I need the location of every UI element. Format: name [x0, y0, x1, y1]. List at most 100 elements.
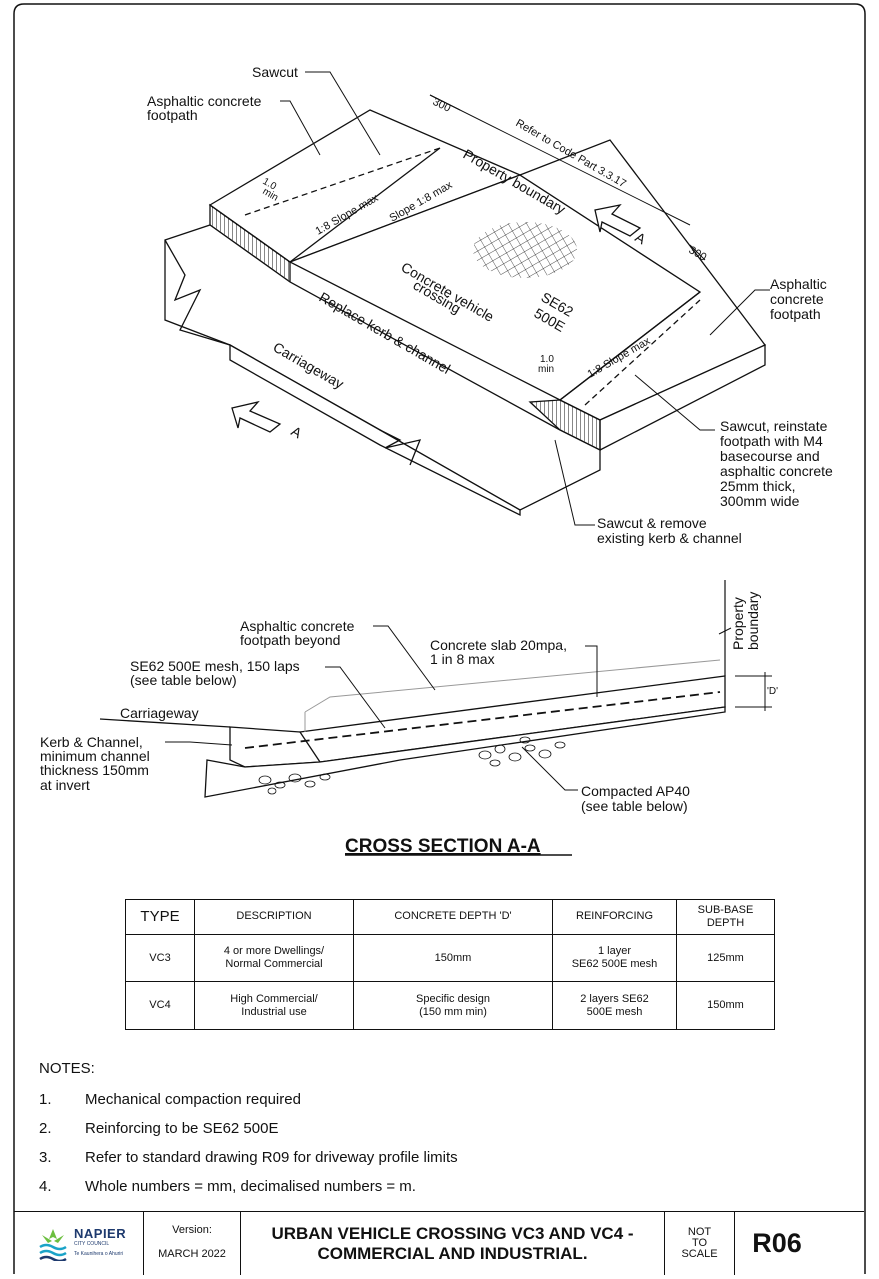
isometric-view: [164, 71, 770, 526]
note-item: 3. Refer to standard drawing R09 for driv…: [39, 1149, 639, 1167]
notes-heading: NOTES:: [39, 1060, 95, 1077]
depth-line-2: (150 mm min): [419, 1005, 487, 1018]
label-reinstate-3: basecourse and: [720, 448, 820, 464]
dim-code-line: [429, 94, 691, 226]
mesh-symbol: [473, 222, 577, 278]
note-num: 1.: [39, 1091, 52, 1108]
section-arrow-top: [594, 203, 642, 237]
note-num: 3.: [39, 1149, 52, 1166]
scale-line-3: SCALE: [681, 1248, 718, 1260]
leader-remove-kerb: [554, 439, 595, 526]
th-depth: CONCRETE DEPTH 'D': [353, 899, 553, 935]
label-remove-kerb-1: Sawcut & remove: [597, 515, 707, 531]
label-remove-kerb-2: existing kerb & channel: [597, 530, 742, 546]
th-subbase-1: SUB-BASE: [697, 903, 754, 916]
label-section-a-bottom: A: [289, 423, 306, 442]
leader-asph-right: [709, 289, 770, 336]
label-property-1: Property: [730, 597, 746, 650]
leader-reinstate: [634, 374, 715, 431]
note-item: 4. Whole numbers = mm, decimalised number…: [39, 1178, 639, 1196]
table-row: VC3 4 or more Dwellings/Normal Commercia…: [125, 933, 775, 983]
note-item: 2.Reinforcing to be SE62 500E: [39, 1120, 639, 1138]
road-slab: [164, 224, 601, 511]
note-text: Mechanical compaction required: [85, 1091, 301, 1108]
sawcut-line-right: [584, 299, 701, 406]
label-kerb-1: Kerb & Channel,: [40, 734, 143, 750]
label-asph-beyond-1: Asphaltic concrete: [240, 618, 355, 634]
version-value: MARCH 2022: [158, 1248, 226, 1260]
cell-description: 4 or more Dwellings/Normal Commercial: [194, 933, 354, 983]
note-text: Whole numbers = mm, decimalised numbers …: [85, 1178, 416, 1195]
sheet-border: [13, 3, 866, 1274]
dim-300-right: [689, 244, 706, 261]
drawing-title: URBAN VEHICLE CROSSING VC3 AND VC4 - COM…: [241, 1212, 665, 1275]
note-text: Refer to standard drawing R09 for drivew…: [85, 1149, 458, 1166]
desc-line-2: Industrial use: [241, 1005, 307, 1018]
depth-line-1: Specific design: [416, 992, 490, 1005]
reinf-line-2: 500E mesh: [586, 1005, 643, 1018]
label-asph-right-3: footpath: [770, 306, 821, 322]
label-dim-1-right-a: 1.0: [540, 354, 554, 365]
reinf-line-1: 2 layers SE62: [580, 992, 649, 1005]
cell-depth: 150mm: [353, 933, 553, 983]
scale-line-2: TO: [691, 1237, 708, 1249]
drawing-title-line-1: URBAN VEHICLE CROSSING VC3 AND VC4 -: [271, 1223, 634, 1243]
label-asph-right-2: concrete: [770, 291, 824, 307]
scale-cell: NOT TO SCALE: [665, 1212, 735, 1275]
leader-asph-left: [280, 100, 321, 156]
title-block: NAPIER CITY COUNCIL Te Kaunihera o Ahuri…: [14, 1211, 864, 1275]
desc-line-2: Normal Commercial: [225, 958, 323, 971]
label-property-2: boundary: [745, 592, 761, 650]
cell-depth: Specific design(150 mm min): [353, 981, 553, 1030]
scale-line-1: NOT: [687, 1226, 712, 1238]
napier-logo-icon: [39, 1228, 67, 1261]
aggregate: [258, 736, 566, 795]
label-depth-d: 'D': [767, 686, 778, 697]
label-mesh-section-1: SE62 500E mesh, 150 laps: [130, 658, 300, 674]
logo-sub-1: CITY COUNCIL: [74, 1240, 110, 1247]
reinf-line-2: SE62 500E mesh: [571, 958, 658, 971]
label-reinstate-1: Sawcut, reinstate: [720, 418, 828, 434]
mesh-line: [244, 691, 721, 749]
label-reinstate-5: 25mm thick,: [720, 478, 795, 494]
version-label: Version:: [172, 1224, 212, 1236]
leader-ap40: [521, 746, 578, 791]
spec-table: TYPE DESCRIPTION CONCRETE DEPTH 'D' REIN…: [125, 899, 775, 1030]
section-title: CROSS SECTION A-A: [345, 836, 541, 857]
council-logo: NAPIER CITY COUNCIL Te Kaunihera o Ahuri…: [14, 1212, 144, 1275]
carriageway-line: [99, 718, 231, 728]
label-kerb-3: thickness 150mm: [40, 762, 149, 778]
label-asph-beyond-2: footpath beyond: [240, 632, 340, 648]
cell-type: VC4: [125, 981, 195, 1030]
label-kerb-2: minimum channel: [40, 748, 150, 764]
drawing-title-line-2: COMMERCIAL AND INDUSTRIAL.: [317, 1243, 588, 1263]
footpath-beyond-line: [304, 659, 721, 713]
label-dim-1-right-b: min: [538, 364, 554, 375]
cell-subbase: 125mm: [676, 933, 775, 983]
label-carriageway-section: Carriageway: [120, 705, 199, 721]
desc-line-1: High Commercial/: [230, 992, 318, 1005]
label-slab-1: Concrete slab 20mpa,: [430, 637, 567, 653]
drawing-code: R06: [752, 1228, 802, 1258]
cross-section: [99, 580, 772, 798]
label-ap40-1: Compacted AP40: [581, 783, 690, 799]
label-asph-left-2: footpath: [147, 107, 198, 123]
label-sawcut: Sawcut: [252, 64, 298, 80]
cell-subbase: 150mm: [676, 981, 775, 1030]
leader-sawcut: [305, 71, 381, 156]
label-dim-300-top: 300: [431, 96, 453, 115]
th-type: TYPE: [125, 899, 195, 935]
leader-asph-beyond: [373, 625, 436, 691]
reinf-line-1: 1 layer: [597, 945, 632, 958]
table-header-row: TYPE DESCRIPTION CONCRETE DEPTH 'D' REIN…: [125, 899, 775, 935]
note-num: 4.: [39, 1178, 52, 1195]
section-arrow-bottom: [231, 400, 282, 433]
label-kerb-4: at invert: [40, 777, 90, 793]
kerb-face-right: [528, 399, 601, 452]
th-subbase-2: DEPTH: [706, 916, 745, 929]
cell-description: High Commercial/Industrial use: [194, 981, 354, 1030]
